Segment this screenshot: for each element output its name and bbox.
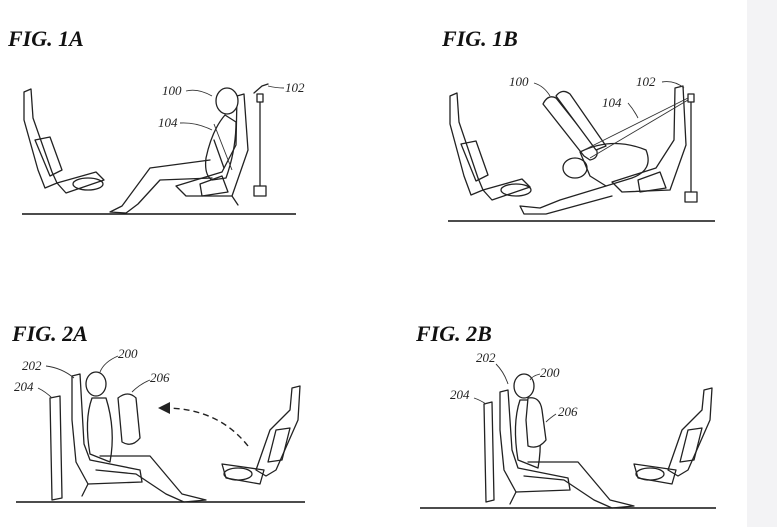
figure-2b: FIG. 2B 202 200 204 206 [415,321,716,509]
figure-2a-arrow-head [158,402,170,414]
figure-2a-panel [49,395,63,501]
figure-1a-actuator [253,83,269,197]
figure-2b-ref-202: 202 [476,350,496,365]
figure-2a: FIG. 2A 202 200 204 206 [11,321,305,503]
figure-1b-rear-seat [611,85,687,193]
figure-1a: FIG. 1A 100 104 10 [7,26,305,215]
figure-2a-ref-206: 206 [150,370,170,385]
figure-2a-occupant [85,371,207,503]
figure-1b-ref-100: 100 [509,74,529,89]
figure-1b-actuator [583,93,698,203]
figure-2a-ref-204: 204 [14,379,34,394]
figure-2a-front-seat [221,385,301,485]
figure-1b-front-seat [449,92,532,201]
figure-2a-ref-200: 200 [118,346,138,361]
figure-2a-airbag [117,393,141,445]
figure-2b-title: FIG. 2B [415,321,492,346]
figure-2b-ref-200: 200 [540,365,560,380]
figure-1b: FIG. 1B 100 102 104 [441,26,715,222]
figure-1b-ref-102: 102 [636,74,656,89]
figure-2a-rear-seat [71,373,143,497]
figure-1a-occupant [109,87,239,214]
figure-1b-ref-104: 104 [602,95,622,110]
figure-2b-front-seat [633,387,713,485]
figure-1b-title: FIG. 1B [441,26,518,51]
figure-2b-ref-206: 206 [558,404,578,419]
figure-2b-airbag-deployed [525,397,547,448]
figure-2b-ref-204: 204 [450,387,470,402]
figure-1a-ref-102: 102 [285,80,305,95]
figure-2a-ref-202: 202 [22,358,42,373]
figure-2a-title: FIG. 2A [11,321,88,346]
figure-2b-panel [483,401,495,503]
figure-1a-title: FIG. 1A [7,26,84,51]
figure-1a-front-seat [23,88,105,194]
figure-1a-ref-104: 104 [158,115,178,130]
figure-1a-ref-100: 100 [162,83,182,98]
right-margin-strip [747,0,777,527]
figure-1b-occupant [519,90,649,215]
figure-2a-motion-arrow [163,407,249,447]
figure-1a-rear-seat [175,93,249,206]
